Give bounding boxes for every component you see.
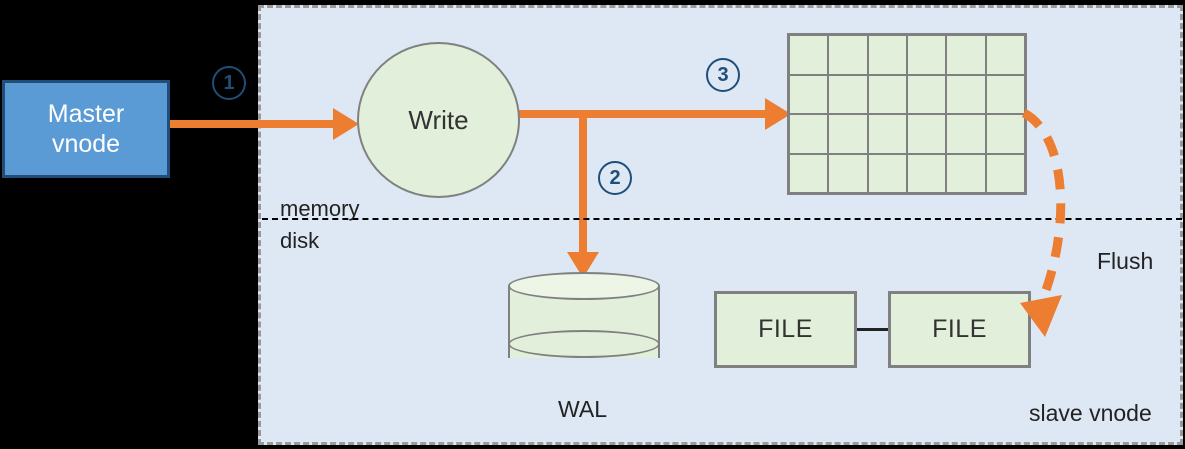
arrow-write-to-memgrid-shaft <box>516 110 776 118</box>
write-node: Write <box>357 42 520 198</box>
slave-vnode-label: slave vnode <box>1029 400 1152 426</box>
master-vnode-box: Master vnode <box>2 80 170 178</box>
grid-cell <box>829 36 867 74</box>
grid-cell <box>907 154 946 192</box>
arrow-master-to-write-shaft <box>170 120 340 128</box>
file-box-2: FILE <box>888 291 1031 368</box>
arrow-master-to-write-head <box>333 108 359 140</box>
grid-cell <box>986 75 1024 113</box>
grid-cell <box>829 154 867 192</box>
wal-cylinder-top <box>508 272 660 300</box>
wal-cylinder-bottom <box>508 330 660 358</box>
wal-cylinder <box>508 272 660 372</box>
grid-cell <box>829 115 867 153</box>
grid-cell <box>790 75 828 113</box>
disk-label: disk <box>280 228 320 253</box>
grid-cell <box>868 115 906 153</box>
arrow-write-to-memgrid-head <box>765 98 791 130</box>
grid-cell <box>790 115 828 153</box>
grid-cell <box>947 36 985 74</box>
grid-cell <box>868 36 906 74</box>
grid-cell <box>986 36 1024 74</box>
memory-label: memory <box>280 196 360 221</box>
flush-label: Flush <box>1097 248 1154 274</box>
grid-cell <box>790 154 828 192</box>
wal-label: WAL <box>558 396 607 422</box>
grid-cell <box>947 115 985 153</box>
arrow-write-to-wal-shaft <box>579 110 587 260</box>
step-number-2: 2 <box>598 161 632 195</box>
grid-cell <box>907 36 946 74</box>
grid-cell <box>986 154 1024 192</box>
grid-cell <box>868 75 906 113</box>
grid-cell <box>829 75 867 113</box>
grid-cell <box>790 36 828 74</box>
step-number-1: 1 <box>212 66 246 100</box>
memory-grid <box>787 33 1027 195</box>
file-link-connector <box>857 328 888 331</box>
memory-disk-divider <box>262 218 1182 220</box>
grid-cell <box>868 154 906 192</box>
grid-cell <box>947 75 985 113</box>
grid-cell <box>907 115 946 153</box>
step-number-3: 3 <box>706 58 740 92</box>
grid-cell <box>947 154 985 192</box>
grid-cell <box>986 115 1024 153</box>
grid-cell <box>907 75 946 113</box>
file-box-1: FILE <box>714 291 857 368</box>
